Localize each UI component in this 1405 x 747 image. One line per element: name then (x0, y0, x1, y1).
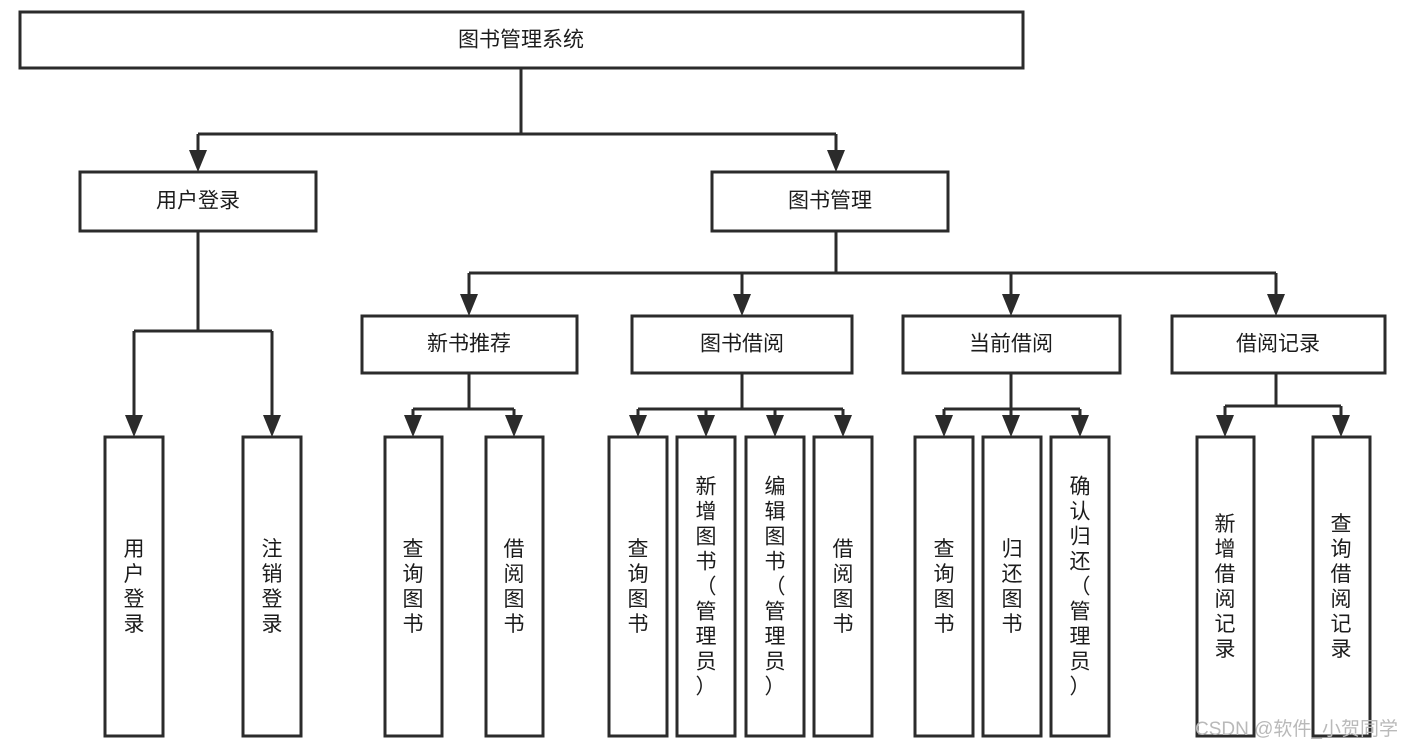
node-current-borrow[interactable]: 当前借阅 (901, 314, 1122, 375)
arrow-head-leaf-query-book-1 (404, 415, 422, 437)
node-leaf-return-book[interactable]: 归还图书 (981, 435, 1043, 738)
node-leaf-query-book-1-label: 查询图书 (403, 538, 424, 636)
node-leaf-add-record[interactable]: 新增借阅记录 (1195, 435, 1256, 738)
arrow-head-leaf-borrow-book-2 (834, 415, 852, 437)
arrow-head-leaf-confirm-return (1071, 415, 1089, 437)
node-leaf-add-book[interactable]: 新增图书（管理员） (675, 435, 737, 738)
node-leaf-query-record-label: 查询借阅记录 (1331, 513, 1352, 661)
arrow-head-book-manage (827, 150, 845, 172)
node-leaf-query-book-2[interactable]: 查询图书 (607, 435, 669, 738)
node-leaf-logout-login[interactable]: 注销登录 (241, 435, 303, 738)
node-leaf-borrow-book-1-label: 借阅图书 (504, 538, 525, 636)
node-book-manage[interactable]: 图书管理 (710, 170, 950, 233)
arrow-head-borrow-record (1267, 294, 1285, 316)
node-user-login-box[interactable] (78, 170, 318, 233)
node-leaf-query-book-1-box[interactable] (383, 435, 444, 738)
connector-borrowrecord-to-leaves (1223, 373, 1343, 424)
arrow-head-leaf-edit-book (766, 415, 784, 437)
arrow-head-leaf-add-record (1216, 415, 1234, 437)
node-new-book-rec-label: 新书推荐 (427, 333, 511, 356)
node-leaf-query-record[interactable]: 查询借阅记录 (1311, 435, 1372, 738)
node-leaf-borrow-book-2[interactable]: 借阅图书 (812, 435, 874, 738)
node-leaf-add-book-box[interactable] (675, 435, 737, 738)
connector-root-to-level1 (196, 68, 838, 158)
node-leaf-edit-book-box[interactable] (744, 435, 806, 738)
node-leaf-user-login-label: 用户登录 (124, 538, 145, 636)
node-leaf-add-book-label: 新增图书（管理员） (696, 476, 717, 699)
node-borrow-record-box[interactable] (1170, 314, 1387, 375)
node-current-borrow-box[interactable] (901, 314, 1122, 375)
arrow-head-user-login (189, 150, 207, 172)
connector-newbookrec-to-leaves (411, 373, 516, 424)
node-book-borrow-label: 图书借阅 (700, 333, 784, 356)
connector-userlogin-to-leaves (132, 231, 274, 424)
csdn-watermark: CSDN @软件_小贺同学 (1195, 718, 1398, 740)
node-leaf-query-book-3-box[interactable] (913, 435, 975, 738)
arrow-head-book-borrow (733, 294, 751, 316)
node-leaf-edit-book[interactable]: 编辑图书（管理员） (744, 435, 806, 738)
node-book-borrow[interactable]: 图书借阅 (630, 314, 854, 375)
node-leaf-borrow-book-1-box[interactable] (484, 435, 545, 738)
node-leaf-query-book-2-label: 查询图书 (628, 538, 649, 636)
arrow-head-leaf-query-book-2 (629, 415, 647, 437)
node-leaf-edit-book-label: 编辑图书（管理员） (765, 476, 786, 699)
node-borrow-record[interactable]: 借阅记录 (1170, 314, 1387, 375)
node-leaf-borrow-book-2-label: 借阅图书 (833, 538, 854, 636)
node-book-manage-box[interactable] (710, 170, 950, 233)
connector-layer (125, 68, 1350, 437)
node-new-book-rec[interactable]: 新书推荐 (360, 314, 579, 375)
node-current-borrow-label: 当前借阅 (969, 333, 1053, 356)
node-leaf-return-book-label: 归还图书 (1002, 538, 1023, 636)
node-root-label: 图书管理系统 (458, 29, 584, 52)
arrow-head-leaf-logout-login (263, 415, 281, 437)
node-leaf-confirm-return-box[interactable] (1049, 435, 1111, 738)
node-leaf-borrow-book-1[interactable]: 借阅图书 (484, 435, 545, 738)
node-leaf-query-book-2-box[interactable] (607, 435, 669, 738)
node-leaf-query-book-3-label: 查询图书 (934, 538, 955, 636)
node-leaf-user-login-box[interactable] (103, 435, 165, 738)
node-leaf-add-record-box[interactable] (1195, 435, 1256, 738)
node-leaf-borrow-book-2-box[interactable] (812, 435, 874, 738)
node-user-login-label: 用户登录 (156, 190, 240, 213)
arrow-head-leaf-return-book (1002, 415, 1020, 437)
node-leaf-add-record-label: 新增借阅记录 (1215, 513, 1236, 661)
node-leaf-logout-login-label: 注销登录 (262, 538, 283, 636)
node-book-borrow-box[interactable] (630, 314, 854, 375)
node-leaf-confirm-return-label: 确认归还（管理员） (1070, 476, 1091, 699)
node-borrow-record-label: 借阅记录 (1236, 333, 1320, 356)
node-user-login[interactable]: 用户登录 (78, 170, 318, 233)
node-new-book-rec-box[interactable] (360, 314, 579, 375)
arrow-head-leaf-query-record (1332, 415, 1350, 437)
connector-bookborrow-to-leaves (636, 373, 845, 424)
node-leaf-query-record-box[interactable] (1311, 435, 1372, 738)
connector-bookmanage-to-level2 (467, 231, 1278, 302)
node-leaf-confirm-return[interactable]: 确认归还（管理员） (1049, 435, 1111, 738)
node-book-manage-label: 图书管理 (788, 190, 872, 213)
node-leaf-return-book-box[interactable] (981, 435, 1043, 738)
node-leaf-query-book-1[interactable]: 查询图书 (383, 435, 444, 738)
node-leaf-logout-login-box[interactable] (241, 435, 303, 738)
arrow-head-leaf-borrow-book-1 (505, 415, 523, 437)
arrow-head-leaf-user-login (125, 415, 143, 437)
node-root-box[interactable] (18, 10, 1025, 70)
arrow-head-new-book-rec (460, 294, 478, 316)
arrow-head-leaf-add-book (697, 415, 715, 437)
node-leaf-user-login[interactable]: 用户登录 (103, 435, 165, 738)
node-root[interactable]: 图书管理系统 (18, 10, 1025, 70)
arrow-head-current-borrow (1002, 294, 1020, 316)
node-leaf-query-book-3[interactable]: 查询图书 (913, 435, 975, 738)
arrow-head-leaf-query-book-3 (935, 415, 953, 437)
